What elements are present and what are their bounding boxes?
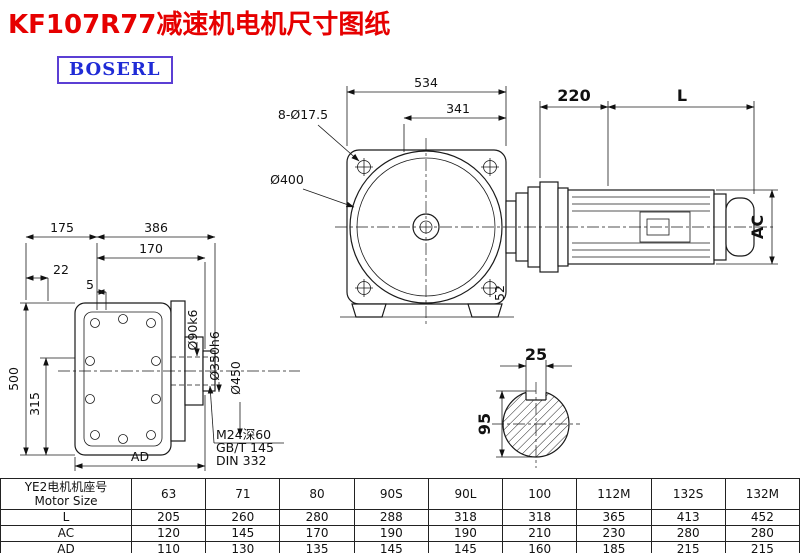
table-row-AD: AD 110 130 135 145 145 160 185 215 215 — [0, 541, 800, 553]
table-row-L: L 205 260 280 288 318 318 365 413 452 — [0, 509, 800, 526]
table-cell: 230 — [576, 525, 652, 542]
logo-text: BOSERL — [69, 59, 161, 80]
table-row-AC: AC 120 145 170 190 190 210 230 280 280 — [0, 525, 800, 542]
table-cell: 215 — [650, 541, 726, 553]
dim-534: 534 — [414, 75, 438, 90]
table-cell: 190 — [353, 525, 429, 542]
row-label: AD — [0, 541, 132, 553]
table-header-cell: 71 — [205, 478, 281, 510]
dim-220: 220 — [557, 86, 590, 105]
table-cell: 145 — [353, 541, 429, 553]
front-view — [340, 149, 514, 318]
dim-AD: AD — [131, 449, 149, 464]
note-din332: DIN 332 — [216, 453, 267, 468]
table-cell: 280 — [279, 509, 355, 526]
table-cell: 205 — [130, 509, 207, 526]
dim-315: 315 — [27, 392, 42, 416]
table-cell: 215 — [724, 541, 800, 553]
dim-5: 5 — [86, 277, 94, 292]
page-title: KF107R77减速机电机尺寸图纸 — [8, 10, 391, 40]
table-cell: 452 — [724, 509, 800, 526]
table-header-cell: 90S — [353, 478, 429, 510]
motor-size-table: YE2电机机座号 Motor Size 63 71 80 90S 90L 100… — [0, 478, 800, 553]
bolt-hole-note: 8-Ø17.5 — [278, 107, 328, 122]
table-header-cell: 112M — [576, 478, 652, 510]
cover-bolts — [85, 314, 161, 444]
header-cn: YE2电机机座号 — [24, 480, 108, 494]
row-label: L — [0, 509, 132, 526]
table-cell: 145 — [427, 541, 504, 553]
table-cell: 413 — [650, 509, 726, 526]
dim-52: 52 — [492, 285, 507, 301]
table-cell: 145 — [205, 525, 281, 542]
table-cell: 160 — [502, 541, 578, 553]
technical-drawing: 534 341 8-Ø17.5 Ø400 52 220 L AC — [6, 75, 778, 471]
table-cell: 120 — [130, 525, 207, 542]
table-cell: 170 — [279, 525, 355, 542]
dim-shaft-bore: Ø90k6 — [185, 309, 200, 350]
shaft-section-view: 25 95 — [475, 345, 580, 468]
header-en: Motor Size — [34, 494, 98, 508]
table-cell: 365 — [576, 509, 652, 526]
front-dimensions: 534 341 8-Ø17.5 Ø400 52 — [270, 75, 507, 301]
dim-flange-dia: Ø400 — [270, 172, 304, 187]
dim-shaft-dia: 95 — [475, 413, 494, 435]
dim-170: 170 — [139, 241, 163, 256]
dim-L: L — [677, 86, 687, 105]
dim-spigot: Ø350h6 — [207, 331, 222, 381]
table-cell: 110 — [130, 541, 207, 553]
side-view — [58, 300, 300, 456]
table-cell: 280 — [650, 525, 726, 542]
dim-22: 22 — [53, 262, 69, 277]
motor-dimensions: 220 L AC — [539, 86, 778, 265]
boserl-logo: BOSERL — [57, 56, 173, 84]
table-cell: 210 — [502, 525, 578, 542]
dim-386: 386 — [144, 220, 168, 235]
note-m24: M24深60 — [216, 427, 271, 442]
side-dimensions: 175 386 170 22 5 500 315 Ø90k6 Ø350h6 Ø4… — [6, 220, 284, 471]
table-cell: 130 — [205, 541, 281, 553]
motor-fins — [572, 196, 710, 258]
table-cell: 280 — [724, 525, 800, 542]
table-header-cell: 100 — [502, 478, 578, 510]
table-header-cell: 132M — [724, 478, 800, 510]
table-header-cell: 80 — [279, 478, 355, 510]
table-cell: 135 — [279, 541, 355, 553]
dim-341: 341 — [446, 101, 470, 116]
table-header-motor-size: YE2电机机座号 Motor Size — [0, 478, 132, 510]
table-cell: 260 — [205, 509, 281, 526]
tap-hole-note: M24深60 GB/T 145 DIN 332 — [207, 385, 284, 468]
table-cell: 185 — [576, 541, 652, 553]
dim-AC: AC — [748, 215, 767, 239]
dim-key-width: 25 — [525, 345, 547, 364]
dim-flange-od: Ø450 — [228, 361, 243, 395]
side-cover — [83, 311, 163, 447]
table-header-cell: 63 — [130, 478, 207, 510]
table-header-cell: 90L — [427, 478, 504, 510]
table-header-cell: 132S — [650, 478, 726, 510]
row-label: AC — [0, 525, 132, 542]
table-cell: 318 — [427, 509, 504, 526]
dim-175: 175 — [50, 220, 74, 235]
table-cell: 190 — [427, 525, 504, 542]
dim-500: 500 — [6, 367, 21, 391]
table-cell: 318 — [502, 509, 578, 526]
gearbox-foot-left — [351, 303, 387, 318]
table-header-row: YE2电机机座号 Motor Size 63 71 80 90S 90L 100… — [0, 478, 800, 510]
table-cell: 288 — [353, 509, 429, 526]
note-gbt145: GB/T 145 — [216, 440, 274, 455]
bolt-holes — [355, 158, 499, 297]
gearbox-foot-right — [467, 303, 503, 318]
